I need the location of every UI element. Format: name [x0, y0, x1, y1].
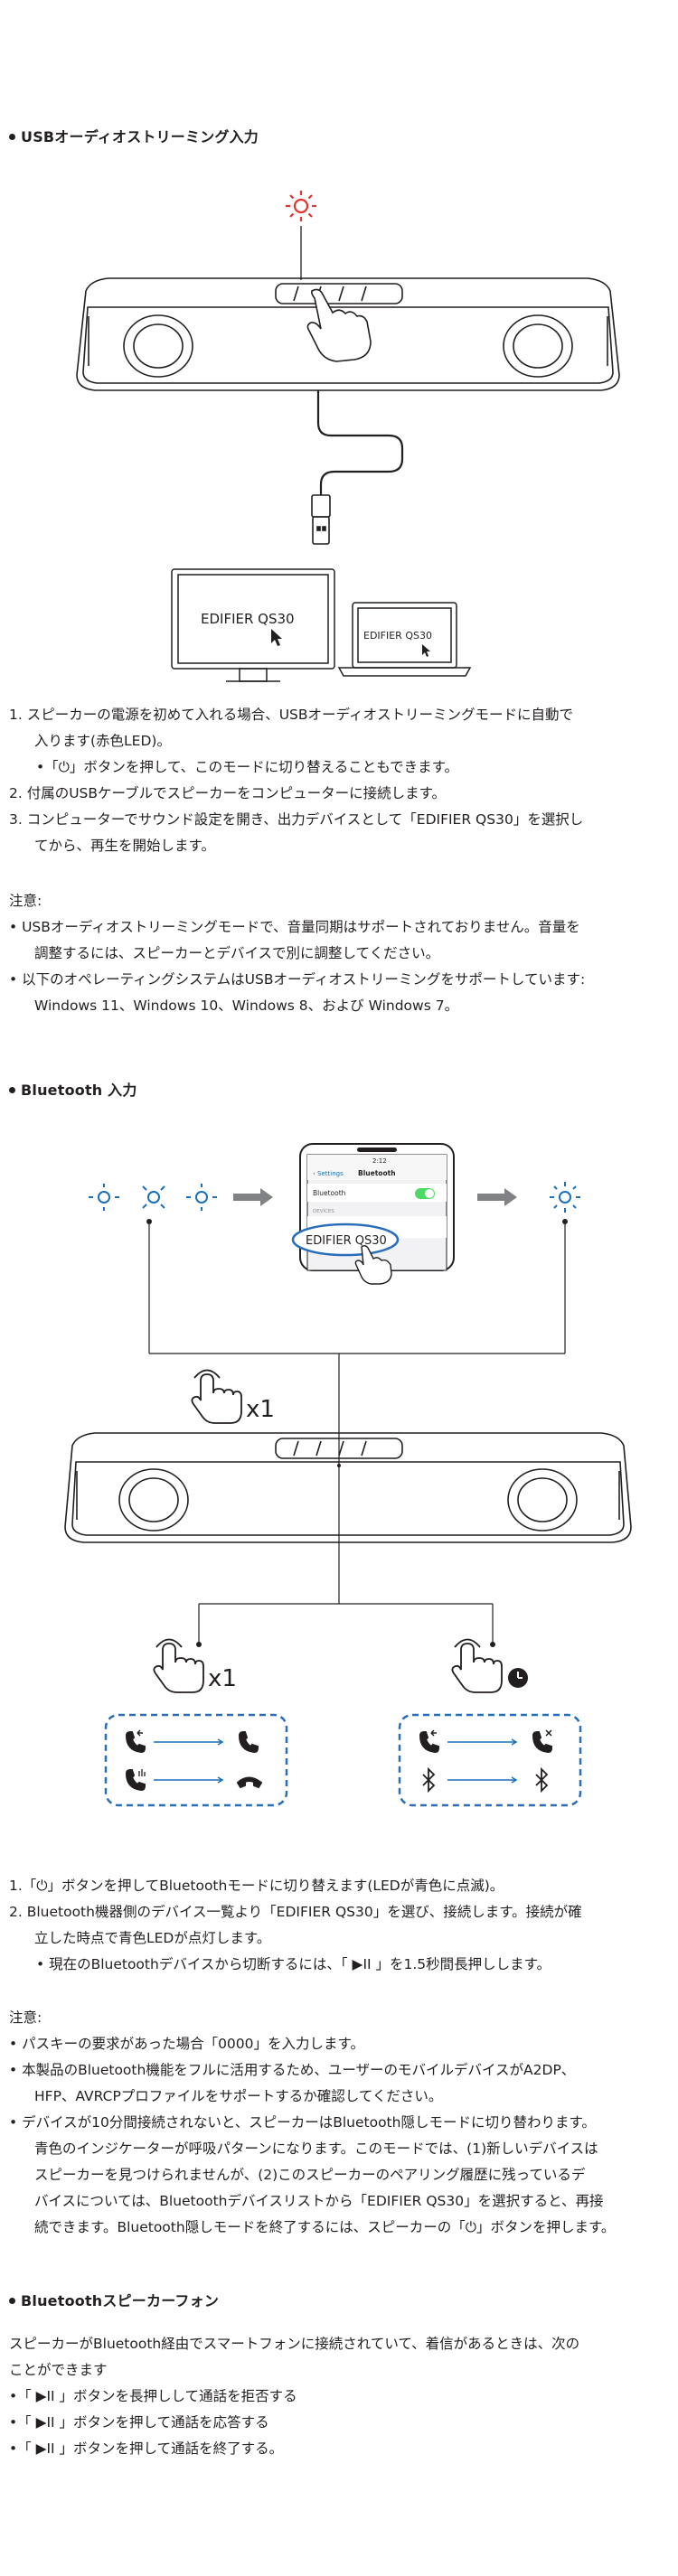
soundbar-illustration	[64, 1432, 632, 1543]
phone-time: 2:12	[372, 1157, 387, 1165]
bt-note-2-cont: HFP、AVRCPプロファイルをサポートするか確認してください。	[34, 2088, 443, 2104]
bullet-dot	[9, 2298, 15, 2304]
blue-led-solid-icon	[550, 1182, 580, 1213]
blue-led-icon	[89, 1184, 119, 1211]
answer-call-icon	[238, 1731, 259, 1754]
red-led-icon	[286, 191, 316, 221]
end-call-icon	[236, 1776, 263, 1789]
bluetooth-icon	[535, 1766, 549, 1794]
usb-heading: USBオーディオストリーミング入力	[9, 125, 259, 146]
hand-press-icon	[306, 288, 372, 362]
bluetooth-heading-text: Bluetooth 入力	[21, 1082, 137, 1099]
hand-tap-icon	[354, 1245, 392, 1285]
usb-steps: 1. スピーカーの電源を初めて入れる場合、USBオーディオストリーミングモードに…	[9, 702, 583, 859]
cursor-icon	[271, 629, 282, 646]
bt-note-3-cont: スピーカーを見つけられませんが、(2)このスピーカーのペアリング履歴に残っている…	[34, 2167, 586, 2183]
bt-note-2: • 本製品のBluetooth機能をフルに活用するため、ユーザーのモバイルデバイ…	[9, 2062, 576, 2078]
speakerphone-heading-text: Bluetoothスピーカーフォン	[21, 2292, 220, 2309]
speakerphone-intro: スピーカーがBluetooth経由でスマートフォンに接続されていて、着信があると…	[9, 2336, 580, 2352]
speakerphone-item-answer: •「 ▶II 」ボタンを押して通話を応答する	[9, 2414, 269, 2431]
incoming-call-icon	[125, 1729, 146, 1754]
speakerphone-item-reject: •「 ▶II 」ボタンを長押しして通話を拒否する	[9, 2388, 297, 2404]
hand-press-hold-icon	[451, 1638, 503, 1693]
bt-note-1: • パスキーの要求があった場合「0000」を入力します。	[9, 2036, 364, 2052]
speakerphone-item-end: •「 ▶II 」ボタンを押して通話を終了する。	[9, 2440, 284, 2457]
bluetooth-steps: 1.「⏻」ボタンを押してBluetoothモードに切り替えます(LEDが青色に点…	[9, 1873, 582, 1978]
usb-step-1: 1. スピーカーの電源を初めて入れる場合、USBオーディオストリーミングモードに…	[9, 707, 573, 723]
short-press-actions-box	[104, 1713, 288, 1807]
usb-plug-icon	[311, 494, 331, 545]
bt-note-title: 注意:	[9, 2009, 42, 2026]
usb-step-1-cont: 入ります(赤色LED)。	[34, 733, 171, 749]
desktop-monitor-illustration	[171, 568, 335, 682]
phone-back-link: ‹ Settings	[313, 1170, 344, 1177]
usb-note-1: • USBオーディオストリーミングモードで、音量同期はサポートされておりません。…	[9, 919, 580, 935]
in-call-icon	[125, 1769, 146, 1792]
press-count-left: x1	[208, 1665, 237, 1692]
bluetooth-icon	[422, 1766, 436, 1794]
usb-step-2: 2. 付属のUSBケーブルでスピーカーをコンピューターに接続します。	[9, 785, 447, 801]
phone-bluetooth-row: Bluetooth	[313, 1189, 346, 1197]
soundbar-illustration	[76, 277, 620, 391]
flow-lines	[148, 1224, 566, 1529]
usb-note-2-cont: Windows 11、Windows 10、Windows 8、および Wind…	[34, 998, 459, 1014]
laptop-illustration	[337, 602, 472, 677]
press-count-top: x1	[246, 1396, 275, 1423]
speakerphone-heading: Bluetoothスピーカーフォン	[9, 2289, 219, 2310]
bt-note-3-cont: 青色のインジケーターが呼吸パターンになります。このモードでは、(1)新しいデバイ…	[34, 2140, 598, 2157]
reject-call-icon	[532, 1729, 552, 1754]
blue-led-icon	[186, 1184, 217, 1211]
phone-title: Bluetooth	[358, 1169, 396, 1177]
blue-led-flash-icon	[142, 1185, 165, 1209]
bluetooth-heading: Bluetooth 入力	[9, 1078, 137, 1100]
usb-cable	[316, 390, 404, 495]
laptop-cursor-icon	[422, 644, 430, 657]
usb-step-3: 3. コンピューターでサウンド設定を開き、出力デバイスとして「EDIFIER Q…	[9, 811, 584, 828]
device-highlight-ellipse	[291, 1222, 400, 1257]
usb-diagram: EDIFIER QS30 EDIFIER QS30	[76, 191, 620, 682]
usb-step-1-sub: •「⏻」ボタンを押して、このモードに切り替えることもできます。	[36, 759, 459, 775]
speakerphone-body: スピーカーがBluetooth経由でスマートフォンに接続されていて、着信があると…	[9, 2331, 579, 2462]
hand-press-x1-icon	[153, 1638, 204, 1693]
hand-press-x1-icon	[191, 1369, 242, 1424]
arrow-right-icon	[233, 1188, 273, 1206]
phone-device-entry: EDIFIER QS30	[306, 1234, 387, 1248]
incoming-call-icon	[419, 1729, 439, 1754]
usb-heading-text: USBオーディオストリーミング入力	[21, 128, 259, 145]
bluetooth-notes: 注意: • パスキーの要求があった場合「0000」を入力します。 • 本製品のB…	[9, 2005, 615, 2241]
bullet-dot	[9, 1087, 15, 1093]
phone-devices-section: DEVICES	[313, 1209, 334, 1214]
laptop-screen-label: EDIFIER QS30	[363, 630, 432, 642]
monitor-screen-label: EDIFIER QS30	[201, 611, 295, 627]
usb-notes: 注意: • USBオーディオストリーミングモードで、音量同期はサポートされており…	[9, 888, 585, 1019]
long-press-actions-box	[398, 1713, 582, 1807]
bt-note-3-cont: 続できます。Bluetooth隠しモードを終了するには、スピーカーの「⏻」ボタン…	[34, 2219, 616, 2235]
bt-step-2-sub: • 現在のBluetoothデバイスから切断するには、「 ▶II 」を1.5秒間…	[36, 1956, 551, 1972]
bluetooth-diagram: 2:12 ‹ Settings Bluetooth Bluetooth DEVI…	[64, 1143, 632, 1807]
usb-note-title: 注意:	[9, 893, 42, 909]
usb-step-3-cont: てから、再生を開始します。	[34, 838, 215, 854]
usb-note-2: • 以下のオペレーティングシステムはUSBオーディオストリーミングをサポートして…	[9, 971, 586, 988]
bt-step-1: 1.「⏻」ボタンを押してBluetoothモードに切り替えます(LEDが青色に点…	[9, 1878, 504, 1894]
branch-lines	[198, 1529, 494, 1644]
bt-note-3: • デバイスが10分間接続されないと、スピーカーはBluetooth隠しモードに…	[9, 2114, 596, 2131]
bt-step-2-cont: 立した時点で青色LEDが点灯します。	[34, 1930, 271, 1946]
arrow-right-icon	[477, 1188, 517, 1206]
bt-step-2: 2. Bluetooth機器側のデバイス一覧より「EDIFIER QS30」を選…	[9, 1904, 582, 1920]
bullet-dot	[9, 134, 15, 140]
bt-note-3-cont: バイスについては、Bluetoothデバイスリストから「EDIFIER QS30…	[34, 2193, 604, 2209]
usb-note-1-cont: 調整するには、スピーカーとデバイスで別に調整してください。	[34, 945, 440, 961]
clock-icon	[508, 1668, 528, 1688]
speakerphone-intro-cont: ことができます	[9, 2362, 108, 2378]
